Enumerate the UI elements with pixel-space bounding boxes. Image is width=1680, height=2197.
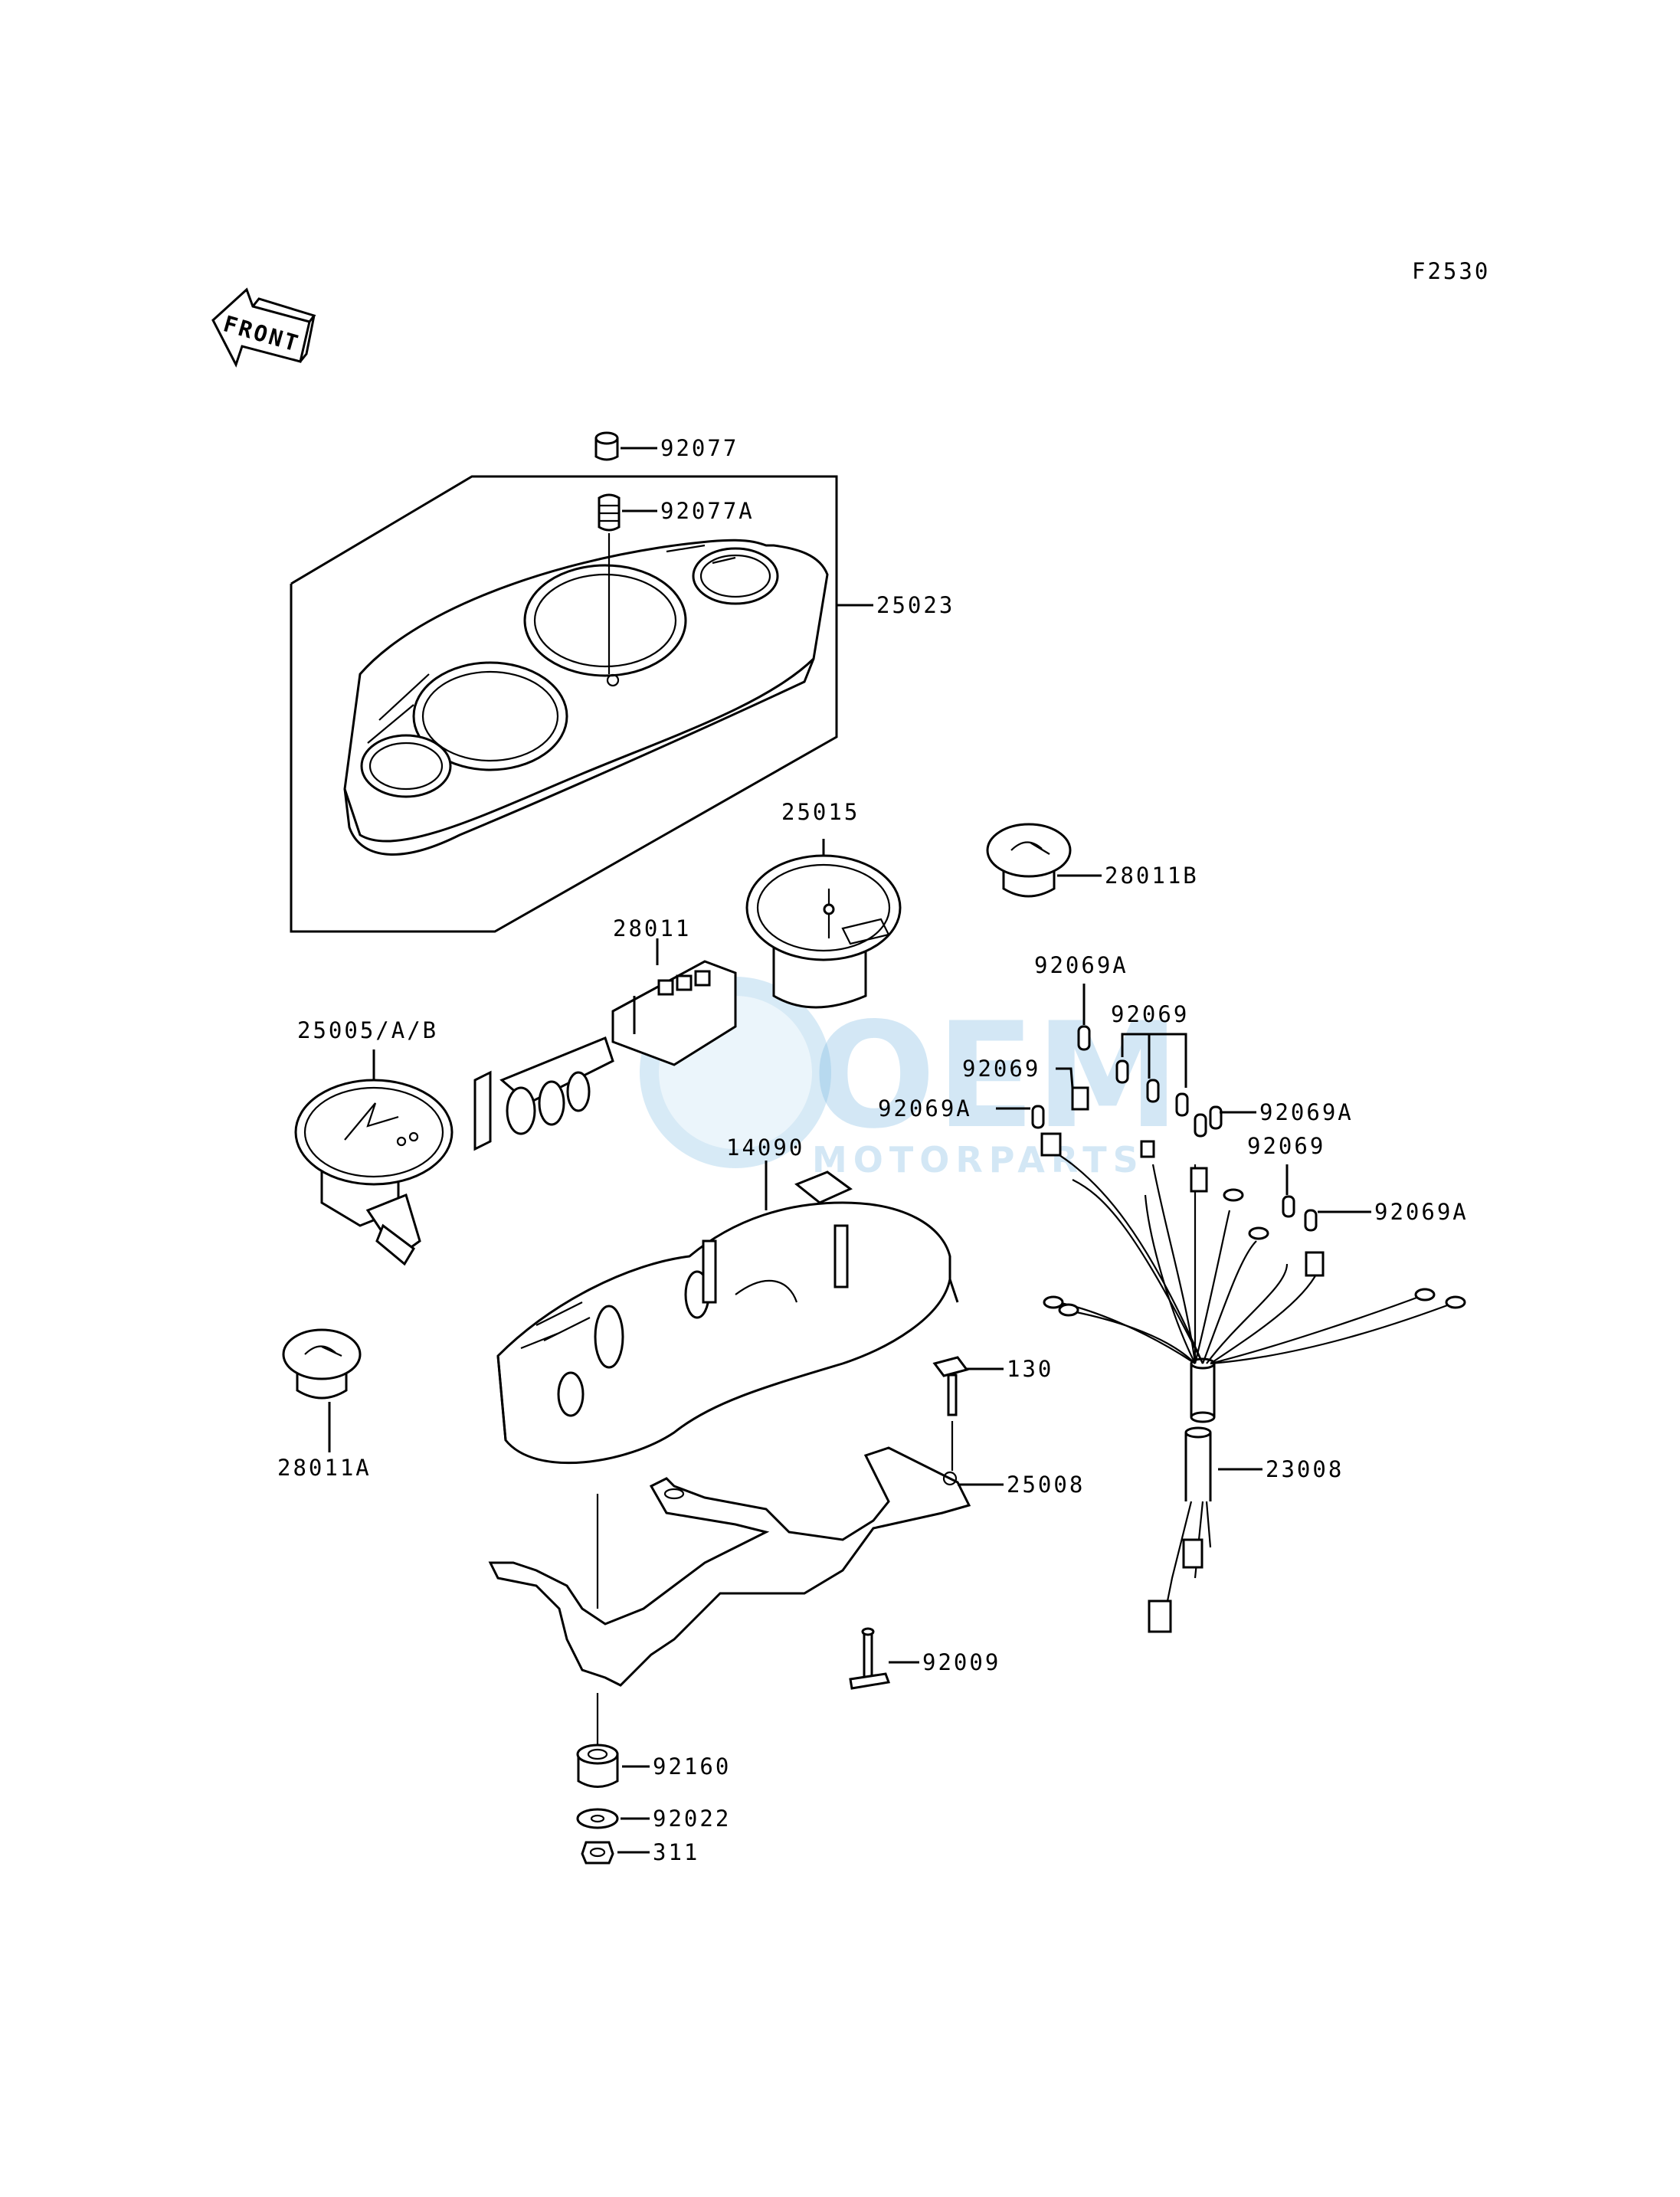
lamp-28011A [282,1328,362,1452]
lamp-28011B [986,823,1102,898]
callout-311: 311 [653,1839,699,1865]
grommet-92160 [576,1744,650,1788]
bulb-icon [1175,1092,1189,1117]
harness-23008 [1040,1086,1466,1633]
callout-92077: 92077 [660,435,738,461]
callout-92069-left: 92069 [962,1056,1040,1082]
callout-92069A-right2: 92069A [1374,1199,1469,1225]
knob-92077A [598,493,657,674]
meter-cover-box [290,475,838,933]
nut-311 [581,1841,650,1865]
callout-130: 130 [1007,1356,1053,1382]
callout-92069A-left: 92069A [878,1095,972,1121]
callout-28011A: 28011A [277,1455,372,1481]
meter-case-14090 [496,1161,959,1465]
callout-92160: 92160 [653,1753,731,1780]
callout-25005: 25005/A/B [297,1017,438,1043]
callout-92009: 92009 [922,1649,1000,1675]
bracket-25008 [488,1446,1004,1687]
callout-23008: 23008 [1266,1456,1344,1482]
bulb-icon [1031,1105,1045,1129]
callout-92069A-right: 92069A [1259,1099,1354,1125]
callout-92077A: 92077A [660,498,755,524]
callout-25015: 25015 [781,799,860,825]
bulb-icon [1209,1105,1223,1130]
callout-25008: 25008 [1007,1472,1085,1498]
bulb-icon [1282,1195,1295,1218]
callout-14090: 14090 [726,1135,804,1161]
bulb-icon [1304,1209,1318,1232]
watermark-sub: MOTORPARTS [812,1139,1145,1180]
leader-92069-top [1121,1033,1187,1088]
meter-cover-part [343,539,829,856]
callout-92022: 92022 [653,1806,731,1832]
led-bracket-28011 [473,938,737,1151]
diagram-code: F2530 [1412,258,1490,284]
gauge-25005 [294,1049,454,1266]
callout-92069-top: 92069 [1111,1001,1189,1027]
bulb-icon [1146,1079,1160,1103]
callout-92069-right: 92069 [1247,1133,1325,1159]
washer-92022 [576,1808,650,1829]
bulb-icons [1031,1025,1318,1232]
bolt-130 [932,1356,1004,1471]
bolt-92009 [849,1627,919,1690]
bulb-icon [1115,1059,1129,1084]
callout-28011B: 28011B [1105,863,1199,889]
leader-92069-left [1056,1067,1074,1089]
gauge-25015 [745,839,902,1009]
bulb-icon [1194,1113,1207,1138]
callout-28011: 28011 [613,915,691,941]
bulb-icon [1077,1025,1091,1051]
callout-25023: 25023 [876,592,955,618]
front-arrow-icon: FRONT [211,287,316,368]
knob-92077 [594,431,657,461]
callout-92069A-top: 92069A [1034,952,1128,978]
